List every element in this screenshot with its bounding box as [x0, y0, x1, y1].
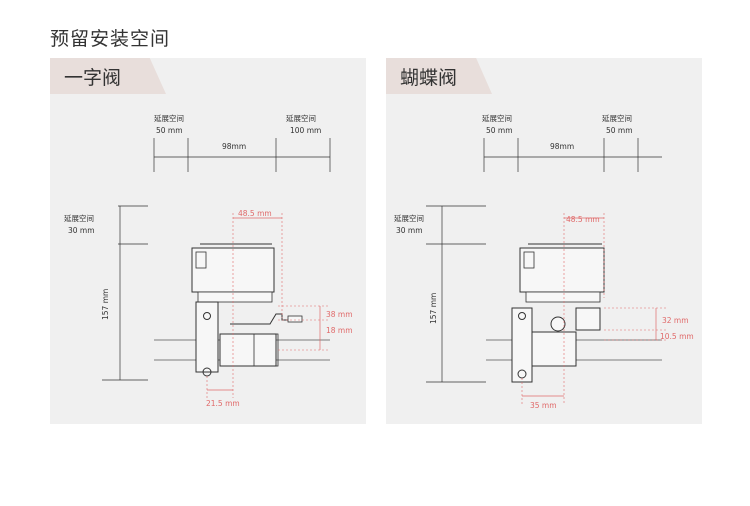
side-ext-value: 30 mm	[68, 226, 95, 235]
gate-valve-diagram: 延展空间 50 mm 延展空间 100 mm 98mm 延展空间 30 mm 1…	[64, 113, 353, 408]
top-right-ext-label: 延展空间	[286, 113, 316, 123]
panel-tab-label: 蝴蝶阀	[400, 67, 458, 89]
top-right-ext-label: 延展空间	[602, 113, 632, 123]
red-top-dim: 48.5 mm	[238, 209, 272, 218]
red-lower-dim: 10.5 mm	[660, 332, 694, 341]
red-lower-dim: 18 mm	[326, 326, 353, 335]
red-bottom-dim: 21.5 mm	[206, 399, 240, 408]
top-left-ext-value: 50 mm	[156, 126, 183, 135]
top-right-ext-value: 50 mm	[606, 126, 633, 135]
top-left-ext-value: 50 mm	[486, 126, 513, 135]
side-ext-label: 延展空间	[394, 213, 424, 223]
top-right-ext-value: 100 mm	[290, 126, 321, 135]
page-title: 预留安装空间	[50, 28, 171, 50]
butterfly-valve-diagram: 延展空间 50 mm 延展空间 50 mm 98mm 延展空间 30 mm 15…	[394, 113, 694, 410]
side-ext-value: 30 mm	[396, 226, 423, 235]
height-value: 157 mm	[101, 289, 110, 320]
red-bottom-dim: 35 mm	[530, 401, 557, 410]
panel-tab: 蝴蝶阀	[386, 58, 492, 94]
top-left-ext-label: 延展空间	[154, 113, 184, 123]
top-mid-value: 98mm	[222, 142, 246, 151]
top-mid-value: 98mm	[550, 142, 574, 151]
panel-butterfly-valve: 蝴蝶阀 延展空间 50 mm 延展空间 50 mm 98mm 延展空间 30 m…	[386, 58, 702, 424]
panel-tab-label: 一字阀	[64, 67, 122, 89]
side-ext-label: 延展空间	[64, 213, 94, 223]
red-upper-dim: 38 mm	[326, 310, 353, 319]
panel-tab: 一字阀	[50, 58, 166, 94]
red-upper-dim: 32 mm	[662, 316, 689, 325]
red-top-dim: 48.5 mm	[566, 215, 600, 224]
height-value: 157 mm	[429, 293, 438, 324]
panel-gate-valve: 一字阀 延展空间 50 mm 延展空间 100 mm 98mm 延展空间 30 …	[50, 58, 366, 424]
top-left-ext-label: 延展空间	[482, 113, 512, 123]
